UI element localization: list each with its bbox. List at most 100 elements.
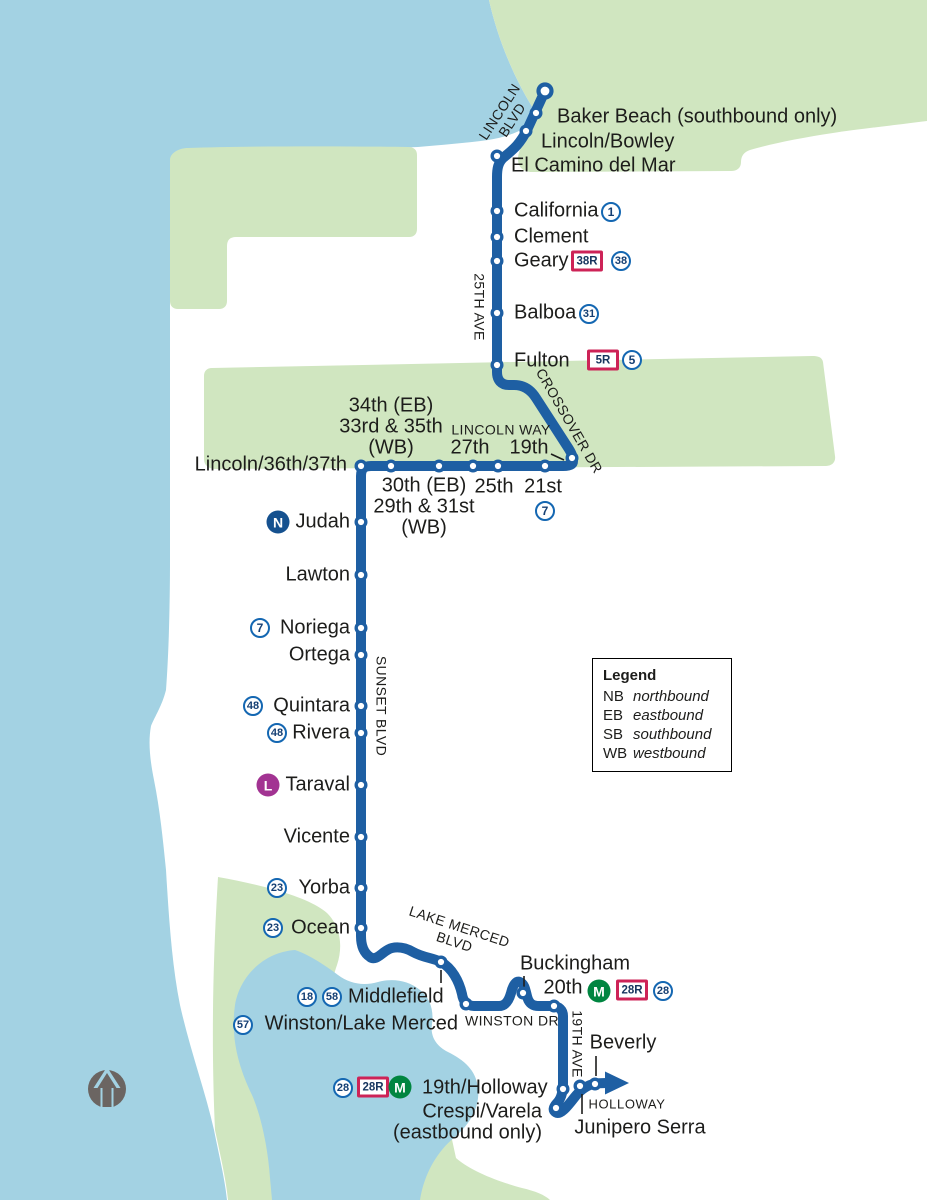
- stop-label-junipero-serra: Junipero Serra: [574, 1116, 706, 1139]
- stop-label-middlefield: Middlefield: [348, 985, 444, 1008]
- stop-dots: [354, 82, 602, 1115]
- stop-label-beverly: Beverly: [589, 1031, 657, 1054]
- stop-label-20th: 20th: [543, 976, 583, 999]
- stop-dot: [549, 1101, 563, 1115]
- badge-route-28: 28: [653, 981, 673, 1001]
- stop-label-ocean: Ocean: [291, 916, 350, 939]
- stop-label-19th-holloway: 19th/Holloway: [422, 1076, 548, 1099]
- badge-metro-n-judah: N: [266, 510, 290, 534]
- badge-route-58: 58: [322, 987, 342, 1007]
- stop-dot: [354, 459, 368, 473]
- stop-dot: [384, 459, 398, 473]
- badge-route-28r: 28R: [357, 1076, 389, 1098]
- stop-dot: [490, 358, 504, 372]
- terminal-dot: [536, 82, 554, 100]
- badge-metro-l-taraval: L: [256, 773, 280, 797]
- stop-label-19th: 19th: [509, 436, 549, 459]
- legend-row-eb: EB eastbound: [603, 707, 704, 724]
- badge-route-7: 7: [535, 501, 555, 521]
- legend-row-nb: NB northbound: [603, 688, 709, 705]
- street-label-winston-dr: WINSTON DR: [465, 1012, 559, 1029]
- badge-route-38r: 38R: [571, 250, 603, 272]
- badge-route-23: 23: [263, 918, 283, 938]
- street-label-lincoln-way: LINCOLN WAY: [451, 421, 551, 438]
- stop-label-noriega: Noriega: [279, 616, 350, 639]
- stop-dot: [573, 1079, 587, 1093]
- stop-dot: [490, 204, 504, 218]
- stop-dot: [354, 778, 368, 792]
- stop-dot: [516, 986, 530, 1000]
- stop-label-buckingham: Buckingham: [519, 952, 631, 975]
- badge-route-57: 57: [233, 1015, 253, 1035]
- north-compass-icon: [88, 1067, 126, 1110]
- stop-label-geary: Geary: [514, 249, 569, 272]
- lincoln-park-land: [170, 146, 417, 309]
- stop-dot: [490, 149, 504, 163]
- stop-dot: [354, 830, 368, 844]
- stop-label-california: California: [514, 199, 599, 222]
- stop-dot: [588, 1077, 602, 1091]
- stop-dot: [490, 254, 504, 268]
- badge-route-48: 48: [267, 723, 287, 743]
- stop-label-fulton: Fulton: [514, 349, 570, 372]
- stop-dot: [354, 648, 368, 662]
- stop-label-eastbound-only: (eastbound only): [393, 1121, 542, 1144]
- legend-title: Legend: [603, 667, 657, 684]
- stop-dot: [354, 881, 368, 895]
- stop-dot: [538, 459, 552, 473]
- stop-label-ortega: Ortega: [288, 643, 350, 666]
- badge-route-28: 28: [333, 1078, 353, 1098]
- badge-route-28r: 28R: [616, 979, 648, 1001]
- stop-label-crespi-varela: Crespi/Varela: [422, 1100, 542, 1123]
- stop-ticks: [440, 453, 597, 1114]
- stop-dot: [354, 515, 368, 529]
- stop-label-rivera: Rivera: [292, 721, 350, 744]
- stop-dot: [529, 106, 543, 120]
- stop-dot: [490, 230, 504, 244]
- badge-route-48: 48: [243, 696, 263, 716]
- lake-merced-water: [233, 950, 479, 1200]
- stop-dot: [556, 1082, 570, 1096]
- stop-label-taraval: Taraval: [285, 773, 350, 796]
- stop-label-el-camino-del-mar: El Camino del Mar: [511, 154, 676, 177]
- stop-dot: [490, 306, 504, 320]
- legend-row-wb: WB westbound: [603, 745, 706, 762]
- stop-label-baker-beach: Baker Beach (southbound only): [557, 105, 838, 128]
- stop-dot: [459, 997, 473, 1011]
- stop-label-vicente: Vicente: [283, 825, 350, 848]
- badge-metro-m: M: [388, 1075, 412, 1099]
- stop-label-quintara: Quintara: [273, 694, 350, 717]
- ocean-water: [0, 0, 538, 1200]
- badge-route-5: 5: [622, 350, 642, 370]
- stop-tick: [550, 453, 565, 461]
- stop-dot: [491, 459, 505, 473]
- badge-route-7: 7: [250, 618, 270, 638]
- stop-label-yorba: Yorba: [298, 876, 350, 899]
- stop-dot: [354, 726, 368, 740]
- stop-label-21st: 21st: [524, 475, 562, 498]
- badge-metro-m: M: [587, 979, 611, 1003]
- street-label-19th-ave: 19TH AVE: [569, 1010, 586, 1078]
- stop-label-lincoln-36th-37th: Lincoln/36th/37th: [194, 453, 347, 476]
- stop-dot: [547, 999, 561, 1013]
- badge-route-1: 1: [601, 202, 621, 222]
- stop-dot: [434, 955, 448, 969]
- stop-label-30th-cluster: 30th (EB)29th & 31st(WB): [373, 474, 475, 539]
- badge-route-38: 38: [611, 251, 631, 271]
- legend-row-sb: SB southbound: [603, 726, 712, 743]
- stop-dot: [466, 459, 480, 473]
- stop-label-balboa: Balboa: [514, 301, 577, 324]
- stop-dot: [354, 921, 368, 935]
- stop-label-judah: Judah: [295, 510, 351, 533]
- stop-label-lawton: Lawton: [285, 563, 351, 586]
- street-label-sunset-blvd: SUNSET BLVD: [373, 655, 390, 757]
- street-label-holloway: HOLLOWAY: [588, 1096, 666, 1112]
- stop-label-lincoln-bowley: Lincoln/Bowley: [541, 130, 675, 153]
- badge-route-23: 23: [267, 878, 287, 898]
- stop-label-clement: Clement: [514, 225, 589, 248]
- golden-gate-park-land: [204, 356, 836, 469]
- stop-dot: [354, 568, 368, 582]
- stop-dot: [432, 459, 446, 473]
